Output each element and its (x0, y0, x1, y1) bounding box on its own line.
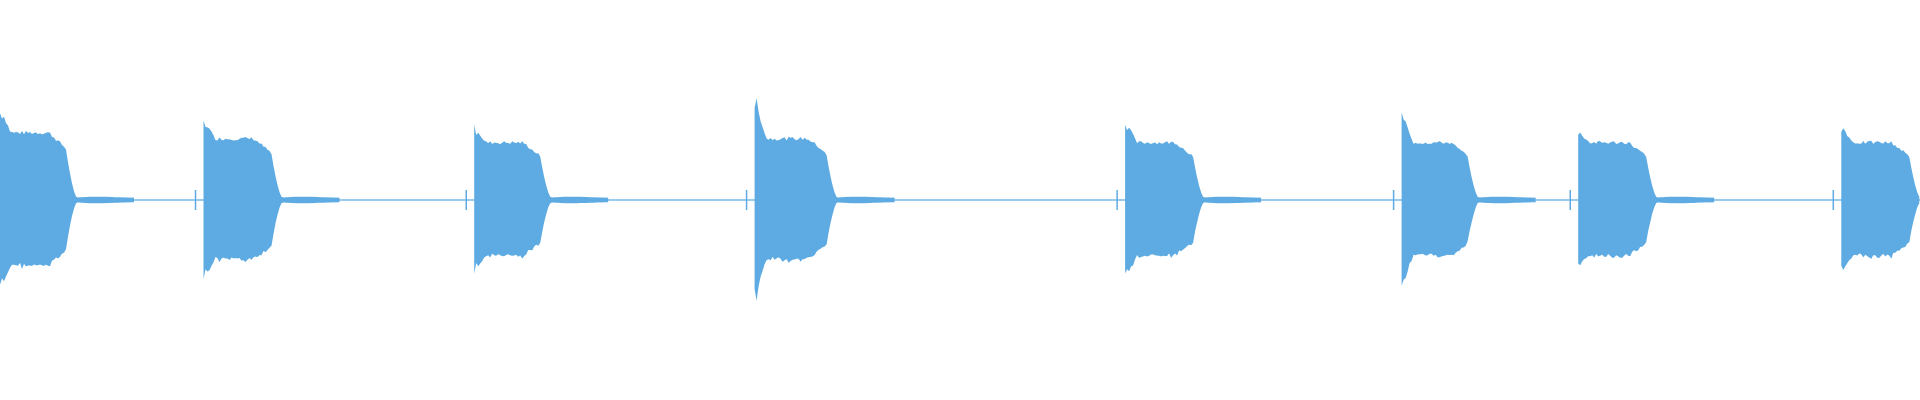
waveform-event-1 (0, 113, 134, 285)
waveform-event-2 (203, 120, 340, 279)
waveform-event-3 (474, 124, 609, 274)
waveform-event-7 (1578, 132, 1715, 266)
waveform-event-8 (1841, 128, 1920, 270)
waveform-event-4 (754, 98, 895, 301)
waveform-event-6 (1401, 112, 1536, 286)
waveform-event-5 (1125, 124, 1262, 274)
